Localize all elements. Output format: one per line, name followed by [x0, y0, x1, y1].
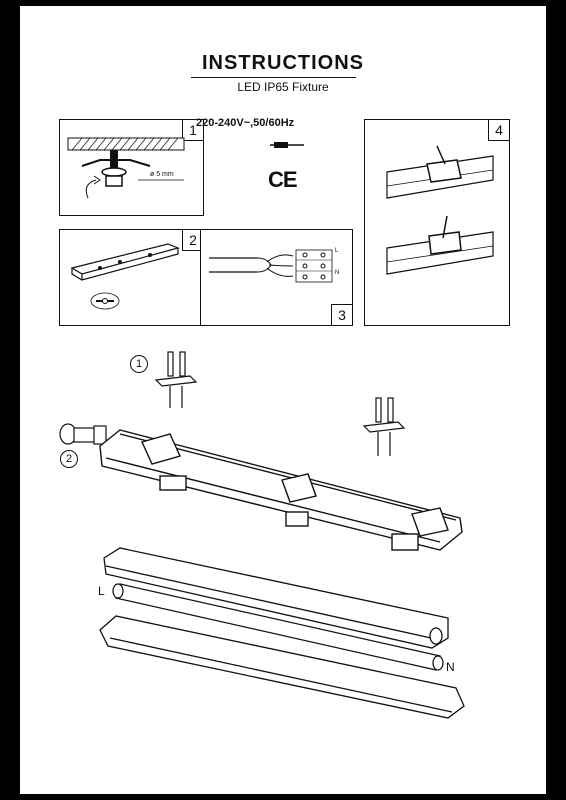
step-1-number: 1 [182, 119, 204, 141]
wiring-illustration [209, 249, 333, 283]
step-3-number: 3 [331, 304, 353, 326]
ce-mark: CE [268, 167, 298, 192]
terminal-mark-n: N [335, 270, 340, 276]
step-4-number: 4 [488, 119, 510, 141]
callout-2: 2 [60, 450, 78, 468]
step-4-panel: 4 [364, 119, 510, 326]
tube-label-n: N [446, 660, 455, 674]
clip-detail-illustration [386, 145, 494, 275]
exploded-assembly-illustration [59, 351, 465, 719]
terminal-mark-l: L [335, 248, 339, 254]
step-2-panel: 2 [59, 229, 204, 326]
title-underline [191, 77, 356, 78]
ceiling-mount-illustration [67, 137, 185, 199]
page-subtitle: LED IP65 Fixture [237, 80, 329, 94]
step-1-panel: 1 ø 5 mm [59, 119, 204, 216]
callout-1: 1 [130, 355, 148, 373]
page-title: INSTRUCTIONS [202, 52, 364, 74]
instruction-sheet: INSTRUCTIONS LED IP65 Fixture 1 [20, 6, 546, 794]
fixture-bracket-illustration [70, 243, 180, 310]
step-3-panel: 3 L N [200, 229, 353, 326]
drill-dimension-label: ø 5 mm [150, 171, 174, 178]
tube-label-l: L [98, 584, 105, 598]
voltage-rating: 220-240V~,50/60Hz [196, 117, 295, 129]
class-i-terminal-icon [270, 142, 304, 148]
